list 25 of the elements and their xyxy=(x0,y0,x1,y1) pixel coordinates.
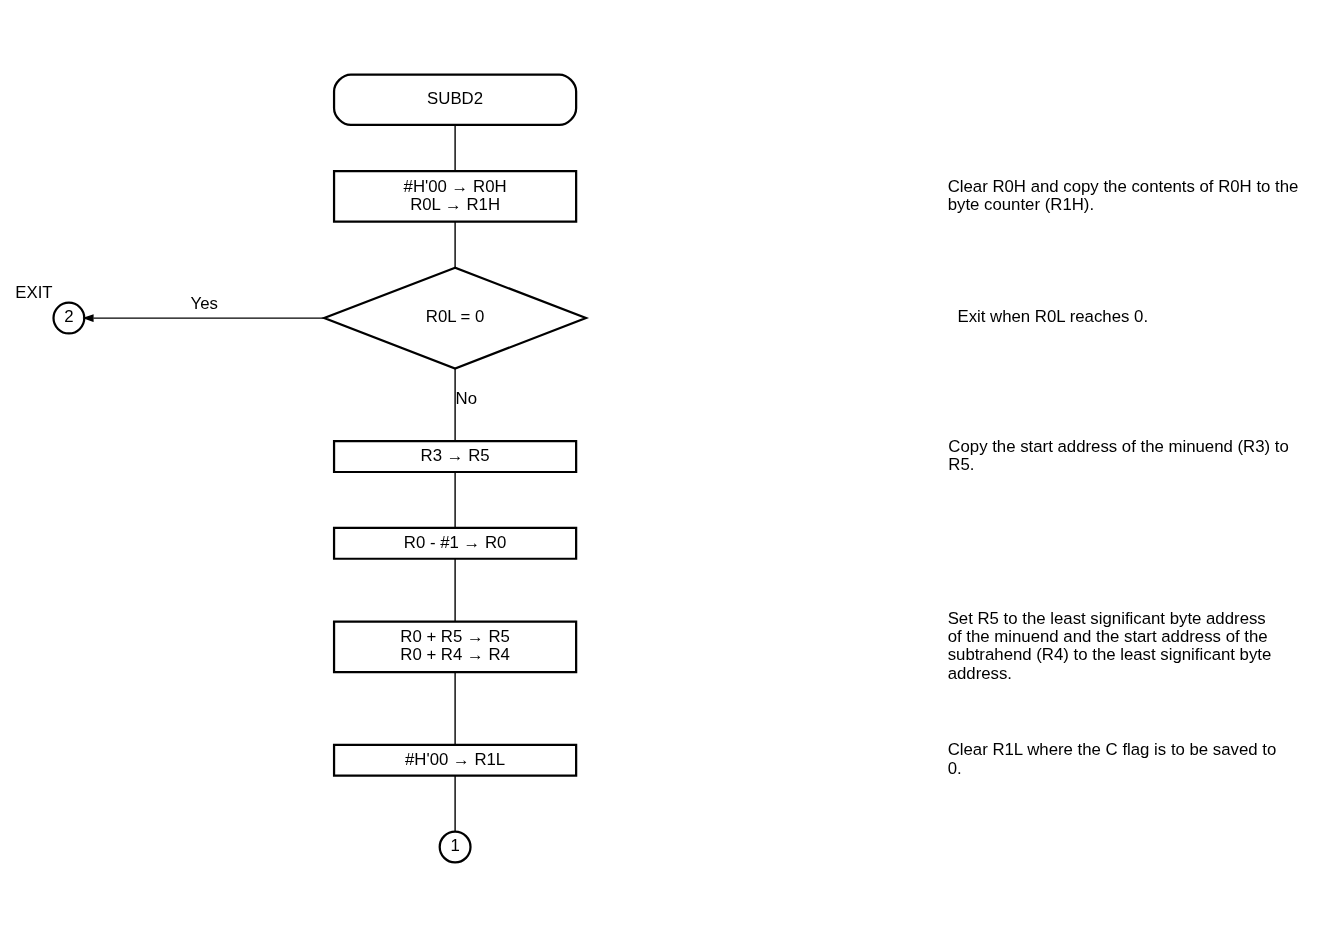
label: Copy the start address of the minuend (R3) to R5. xyxy=(948,436,1289,474)
arrow xyxy=(82,313,325,322)
edge-label: Yes xyxy=(190,293,218,313)
connector xyxy=(454,124,456,171)
node-box: #H'00 → R1L xyxy=(332,743,578,777)
connector xyxy=(454,471,456,529)
node-box: R0 + R5 → R5 R0 + R4 → R4 xyxy=(332,620,578,673)
node-label: EXIT xyxy=(15,282,53,302)
label: Set R5 to the least significant byte address of the minuend and the start address of the subtrahend (R4) to the least significant byte address. xyxy=(947,608,1272,683)
connector xyxy=(454,774,456,832)
connector xyxy=(454,367,456,442)
node-box: R0 - #1 → R0 xyxy=(332,526,578,560)
connector xyxy=(454,220,456,268)
connector xyxy=(454,557,456,622)
connector xyxy=(454,671,456,745)
label: Exit when R0L reaches 0. xyxy=(957,306,1149,326)
node-circle: 2 xyxy=(52,301,86,335)
node-circle: 1 xyxy=(438,830,472,863)
label: Clear R1L where the C flag is to be saved to 0. xyxy=(947,740,1277,778)
edge-label: No xyxy=(455,388,478,408)
node-box: R3 → R5 xyxy=(332,439,578,473)
node-box: SUBD2 xyxy=(332,72,578,126)
node-box: #H'00 → R0H R0L → R1H xyxy=(332,169,578,223)
node-diamond: R0L = 0 xyxy=(321,266,590,370)
label: Clear R0H and copy the contents of R0H to the byte counter (R1H). xyxy=(947,176,1299,214)
